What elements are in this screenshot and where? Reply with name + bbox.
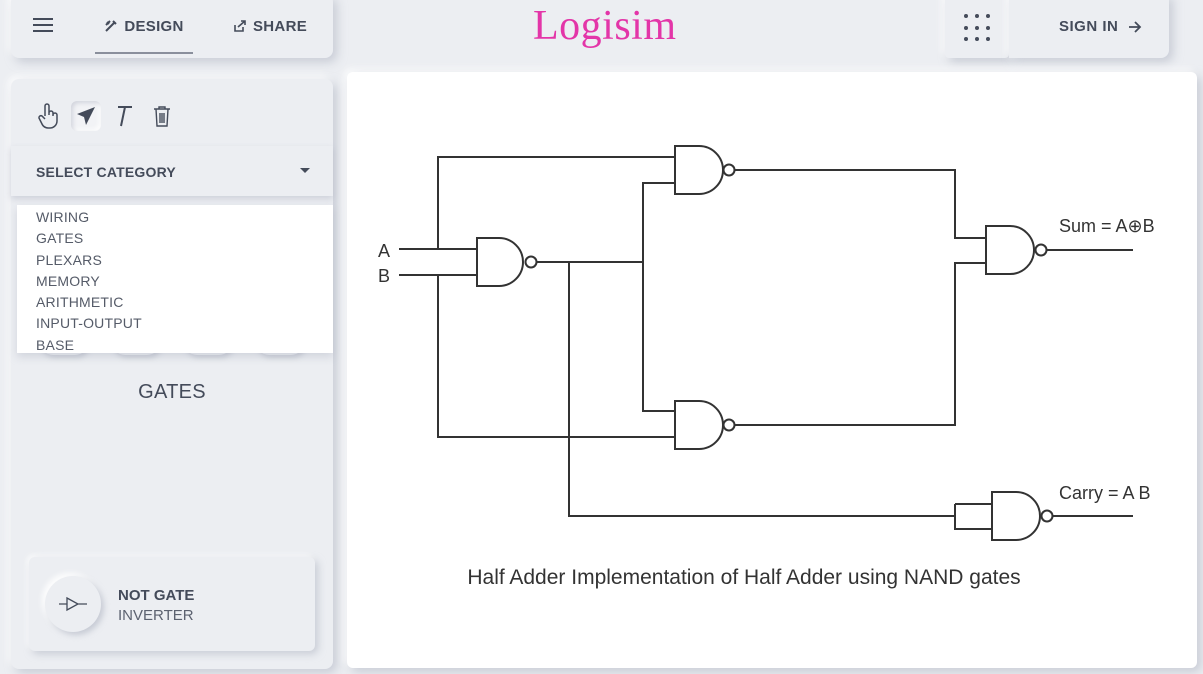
design-canvas[interactable]: A B Sum = A⊕B Carry = A B Half Adder Imp… — [347, 72, 1197, 668]
nand-gate — [674, 145, 724, 195]
design-tools-icon — [105, 20, 118, 32]
hand-pointer-icon — [38, 103, 58, 129]
text-tool[interactable] — [109, 101, 139, 131]
input-a-label: A — [378, 241, 390, 261]
component-subtitle: INVERTER — [118, 607, 194, 624]
circuit-caption: Half Adder Implementation of Half Adder … — [467, 566, 1021, 589]
category-item-gates[interactable]: GATES — [36, 230, 84, 247]
nand-bubble — [1040, 509, 1054, 523]
not-gate-icon — [45, 576, 101, 632]
delete-tool[interactable] — [147, 101, 177, 131]
nand-gate — [985, 225, 1035, 275]
carry-output-label: Carry = A B — [1059, 483, 1151, 503]
nand-gate — [991, 491, 1041, 541]
toolbar — [33, 101, 177, 131]
nand-gate — [476, 237, 524, 287]
tab-design-label: DESIGN — [124, 17, 184, 35]
sidebar: SELECT CATEGORY WIRING GATES PLEXARS MEM… — [11, 79, 333, 669]
menu-icon[interactable] — [33, 18, 53, 34]
tab-share[interactable]: SHARE — [233, 0, 307, 52]
wire — [955, 503, 992, 530]
wire — [537, 182, 675, 412]
trash-icon — [154, 106, 170, 127]
half-adder-circuit: A B Sum = A⊕B Carry = A B — [378, 145, 1155, 541]
chevron-down-icon — [300, 168, 310, 173]
cursor-tool[interactable] — [71, 101, 101, 131]
section-title: GATES — [138, 381, 206, 403]
category-menu: WIRING GATES PLEXARS MEMORY ARITHMETIC I… — [17, 205, 333, 353]
wire — [399, 248, 477, 276]
sum-output-label: Sum = A⊕B — [1059, 216, 1155, 236]
category-item-memory[interactable]: MEMORY — [36, 272, 100, 289]
category-select-label: SELECT CATEGORY — [36, 164, 176, 180]
app-logo[interactable]: Logisim — [533, 3, 677, 49]
nand-gate — [674, 400, 724, 450]
wire — [437, 156, 675, 249]
share-icon — [234, 20, 246, 32]
input-b-label: B — [378, 266, 390, 286]
sign-in-label: SIGN IN — [1059, 18, 1119, 35]
arrow-right-icon — [1129, 20, 1142, 33]
nand-bubble — [722, 418, 736, 432]
category-item-input-output[interactable]: INPUT-OUTPUT — [36, 315, 142, 332]
category-item-arithmetic[interactable]: ARITHMETIC — [36, 294, 124, 311]
wire — [437, 275, 675, 438]
component-title: NOT GATE — [118, 587, 195, 604]
nav-left-panel: DESIGN SHARE — [11, 0, 333, 58]
wire — [1046, 249, 1133, 517]
category-item-plexars[interactable]: PLEXARS — [36, 251, 102, 268]
category-item-wiring[interactable]: WIRING — [36, 209, 90, 225]
nav-right-panel: SIGN IN — [1009, 0, 1169, 58]
nand-bubble — [524, 255, 538, 269]
category-select[interactable]: SELECT CATEGORY — [11, 146, 333, 196]
tab-design[interactable]: DESIGN — [95, 0, 193, 54]
apps-grid-button[interactable] — [945, 0, 1009, 58]
apps-grid-icon — [964, 14, 992, 42]
text-tool-icon — [118, 106, 132, 127]
component-card-not-gate[interactable]: NOT GATE INVERTER — [29, 557, 315, 651]
hand-pointer-tool[interactable] — [33, 101, 63, 131]
category-item-base[interactable]: BASE — [36, 336, 75, 353]
cursor-arrow-icon — [77, 107, 95, 125]
sign-in-button[interactable]: SIGN IN — [1059, 18, 1142, 35]
wire — [568, 262, 956, 530]
wire — [734, 169, 986, 426]
tab-share-label: SHARE — [253, 17, 308, 35]
nand-bubble — [722, 163, 736, 177]
nand-bubble — [1034, 243, 1048, 257]
